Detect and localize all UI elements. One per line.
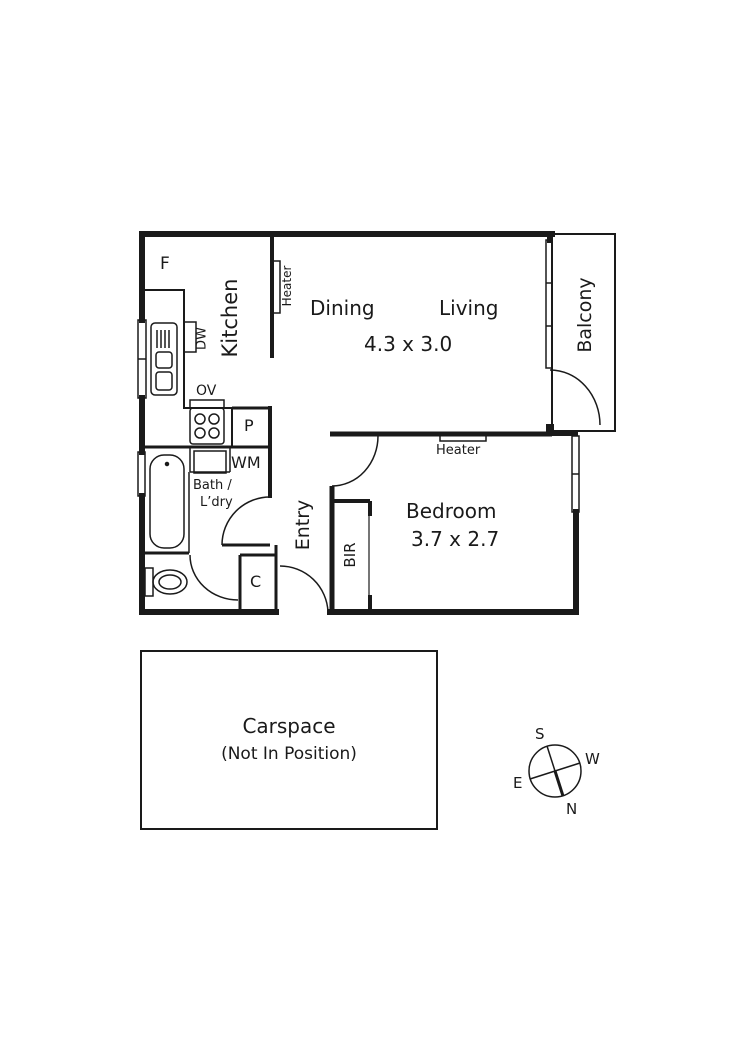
dishwasher-label: DW [194,327,210,350]
entry-label: Entry [292,499,314,551]
exterior-walls [139,231,579,615]
bedroom-window [571,435,580,513]
kitchen-label: Kitchen [218,278,242,358]
carspace-subtitle: (Not In Position) [221,744,357,764]
balcony-door-swing [549,369,601,426]
compass-rose [528,744,582,798]
bedroom-door-swing [331,435,379,487]
entry-door-swing [279,565,329,613]
washing-machine-label: WM [231,453,261,472]
living-dimensions: 4.3 x 3.0 [364,332,453,356]
living-heater [272,260,281,314]
dining-label: Dining [310,296,375,320]
living-window [545,239,553,369]
carspace-outline [140,650,438,830]
toilet [144,567,188,597]
bathtub [145,454,190,555]
oven-label: OV [196,383,217,399]
compass-north: N [566,800,578,818]
balcony-label: Balcony [574,277,596,353]
cupboard-label: C [250,572,262,591]
compass-east: E [513,774,523,792]
sink [150,322,178,396]
pantry-label: P [244,416,254,435]
bath-window [137,451,146,497]
carspace-title: Carspace [242,714,336,738]
kitchen-window [137,319,147,399]
bath-laundry-label-line2: L’dry [200,495,233,510]
bir-label: BIR [341,542,359,568]
compass-south: S [535,725,545,743]
bedroom-heater [439,433,487,442]
living-label: Living [439,296,499,320]
fridge-label: F [160,254,170,274]
living-heater-label: Heater [280,265,294,307]
cooktop [189,399,225,445]
dishwasher [183,321,197,353]
bath-laundry-label-line1: Bath / [193,478,232,493]
compass-west: W [585,750,600,768]
bedroom-label: Bedroom [406,499,497,523]
pantry [231,406,272,498]
bedroom-heater-label: Heater [436,443,481,458]
bedroom-dimensions: 3.7 x 2.7 [411,527,500,551]
